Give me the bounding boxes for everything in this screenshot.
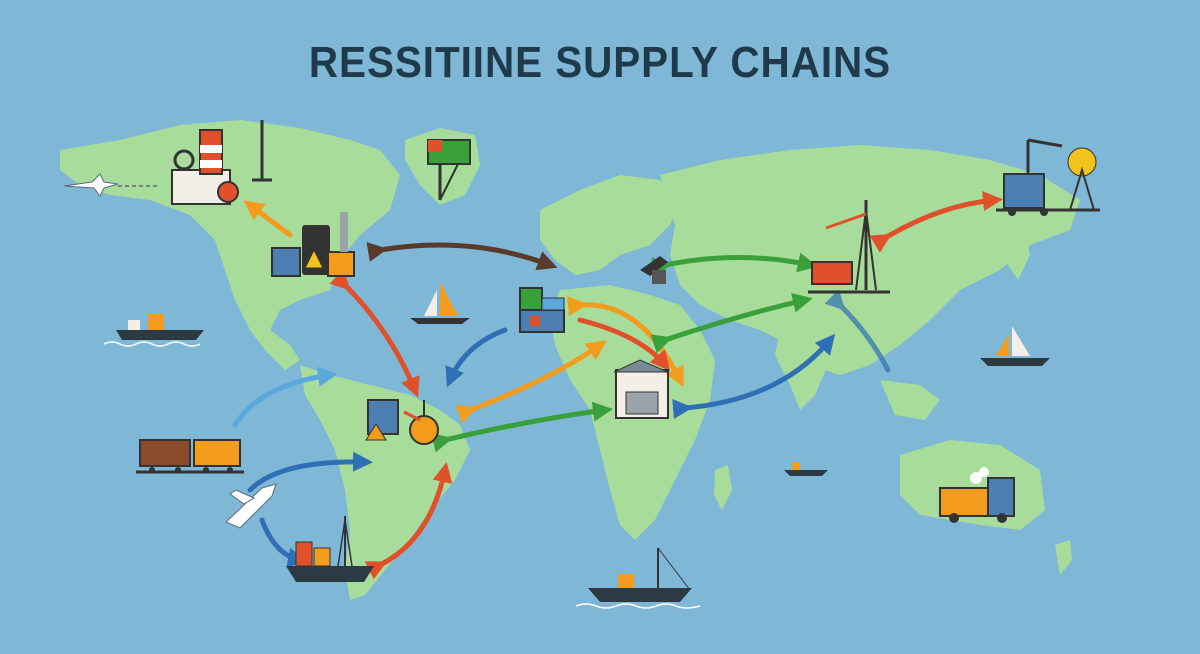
airplane-icon [63, 173, 160, 197]
container-stack-icon [365, 399, 399, 441]
sailboat-icon [410, 282, 470, 324]
route-arrow [824, 289, 891, 373]
crane-truck-icon [996, 138, 1100, 216]
fishing-boat-icon [784, 462, 828, 476]
airplane-icon [225, 483, 277, 529]
north-america [60, 120, 400, 370]
route-arrow [243, 200, 293, 238]
madagascar [714, 465, 732, 510]
factory-icon [171, 120, 272, 205]
oil-rig-icon [808, 200, 890, 294]
page-title: RESSITIINE SUPPLY CHAINS [308, 38, 892, 87]
route-arrow [232, 366, 338, 428]
route-arrow [672, 333, 836, 419]
new-zealand [1055, 540, 1072, 575]
warehouse-icon [613, 359, 669, 419]
container-stack-icon [519, 287, 565, 333]
route-arrow [869, 191, 1003, 253]
freight-train-icon [136, 439, 244, 474]
route-arrow [577, 317, 671, 372]
oil-tank-icon [271, 212, 355, 277]
route-arrow [247, 451, 373, 493]
route-arrow [329, 269, 420, 398]
routes [232, 191, 1003, 580]
gear-icon [403, 400, 439, 445]
europe [540, 175, 680, 275]
sailboat-icon [980, 326, 1050, 366]
route-arrow [431, 401, 613, 453]
route-arrow [567, 296, 684, 388]
delivery-truck-icon [939, 467, 1015, 523]
cargo-ship-icon [103, 314, 204, 347]
southeast-asia [880, 380, 940, 420]
oil-pump-icon [640, 256, 668, 284]
route-arrow [651, 252, 818, 278]
fishing-boat-icon [575, 547, 701, 609]
japan [1008, 225, 1030, 280]
route-arrow [364, 462, 453, 580]
cargo-ship-icon [286, 516, 374, 582]
route-arrow [366, 242, 558, 271]
container-port-icon [427, 139, 471, 201]
